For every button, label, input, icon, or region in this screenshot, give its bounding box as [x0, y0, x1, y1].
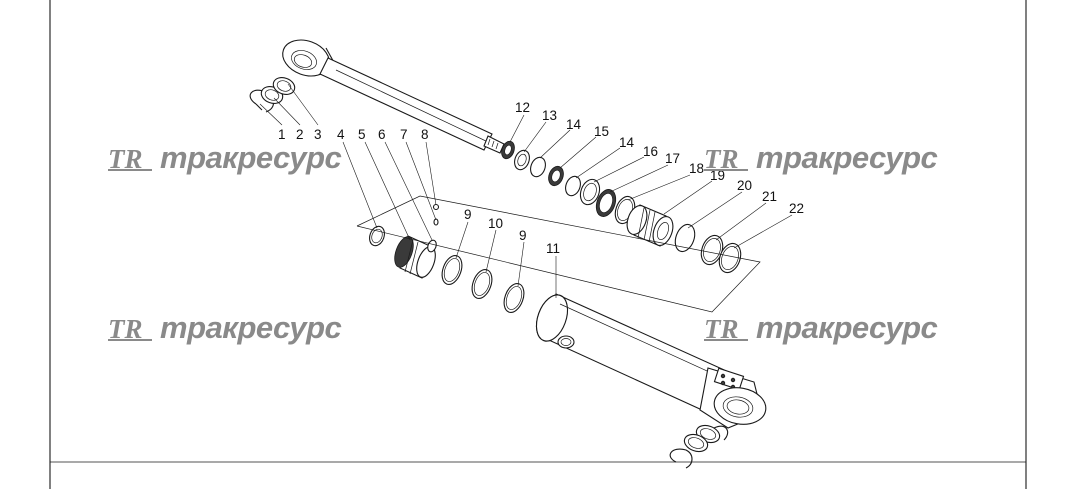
- label-1: 1: [278, 127, 286, 142]
- piston-5: [394, 235, 436, 279]
- watermark-top-left: TR тракресурс: [108, 140, 342, 175]
- seal-15: [548, 165, 564, 187]
- part-numbers: 1 2 3 4 5 6 7 8 9 10 9 11 12 13 14 15 14…: [278, 100, 804, 256]
- gland-19: [626, 204, 674, 247]
- ring-9a: [441, 255, 463, 285]
- ball-8: [432, 203, 440, 211]
- label-7: 7: [400, 127, 408, 142]
- seal-14a: [530, 156, 546, 178]
- cap-eye-snap-ring-a: [713, 425, 729, 441]
- label-10: 10: [488, 216, 503, 231]
- label-9a: 9: [464, 207, 472, 222]
- seal-12: [501, 140, 515, 160]
- watermark-bottom-left: TR тракресурс: [108, 310, 342, 345]
- label-3: 3: [314, 127, 322, 142]
- assembly-bracket: [356, 195, 761, 313]
- seal-4: [369, 225, 385, 247]
- leader-lines: [259, 83, 793, 298]
- cap-eye-snap-ring-b: [669, 448, 693, 469]
- label-8: 8: [421, 127, 429, 142]
- label-21: 21: [762, 189, 777, 204]
- label-4: 4: [337, 127, 345, 142]
- label-19: 19: [710, 168, 725, 183]
- seal-13: [514, 149, 530, 171]
- seal-20: [674, 223, 696, 253]
- label-16: 16: [643, 144, 658, 159]
- label-2: 2: [296, 127, 304, 142]
- rod-eye-bushing-3: [272, 77, 296, 95]
- watermark-text: тракресурс: [160, 310, 342, 345]
- seal-14b: [565, 175, 581, 197]
- label-9b: 9: [519, 228, 527, 243]
- cylinder-barrel-11: [535, 293, 767, 429]
- label-11: 11: [546, 241, 560, 256]
- ring-10: [471, 269, 493, 299]
- label-15: 15: [594, 124, 609, 139]
- watermark-text: тракресурс: [756, 310, 938, 345]
- watermark-bottom-right: TR тракресурс: [704, 310, 938, 345]
- label-14a: 14: [566, 117, 582, 132]
- watermark-top-right: TR тракресурс: [704, 140, 938, 175]
- cap-eye-bushing-b: [683, 433, 709, 453]
- piston-6: [427, 239, 437, 253]
- label-13: 13: [542, 108, 557, 123]
- piston-rod: [282, 39, 505, 154]
- label-20: 20: [737, 178, 752, 193]
- bolt-7: [433, 218, 439, 226]
- watermark-text: тракресурс: [756, 140, 938, 175]
- label-6: 6: [378, 127, 386, 142]
- seal-16: [579, 178, 601, 206]
- watermark-text: тракресурс: [160, 140, 342, 175]
- label-22: 22: [789, 201, 804, 216]
- label-12: 12: [515, 100, 530, 115]
- label-17: 17: [665, 151, 680, 166]
- label-18: 18: [689, 161, 704, 176]
- label-14b: 14: [619, 135, 635, 150]
- ring-9b: [503, 283, 525, 313]
- label-5: 5: [358, 127, 366, 142]
- seal-17: [595, 189, 617, 217]
